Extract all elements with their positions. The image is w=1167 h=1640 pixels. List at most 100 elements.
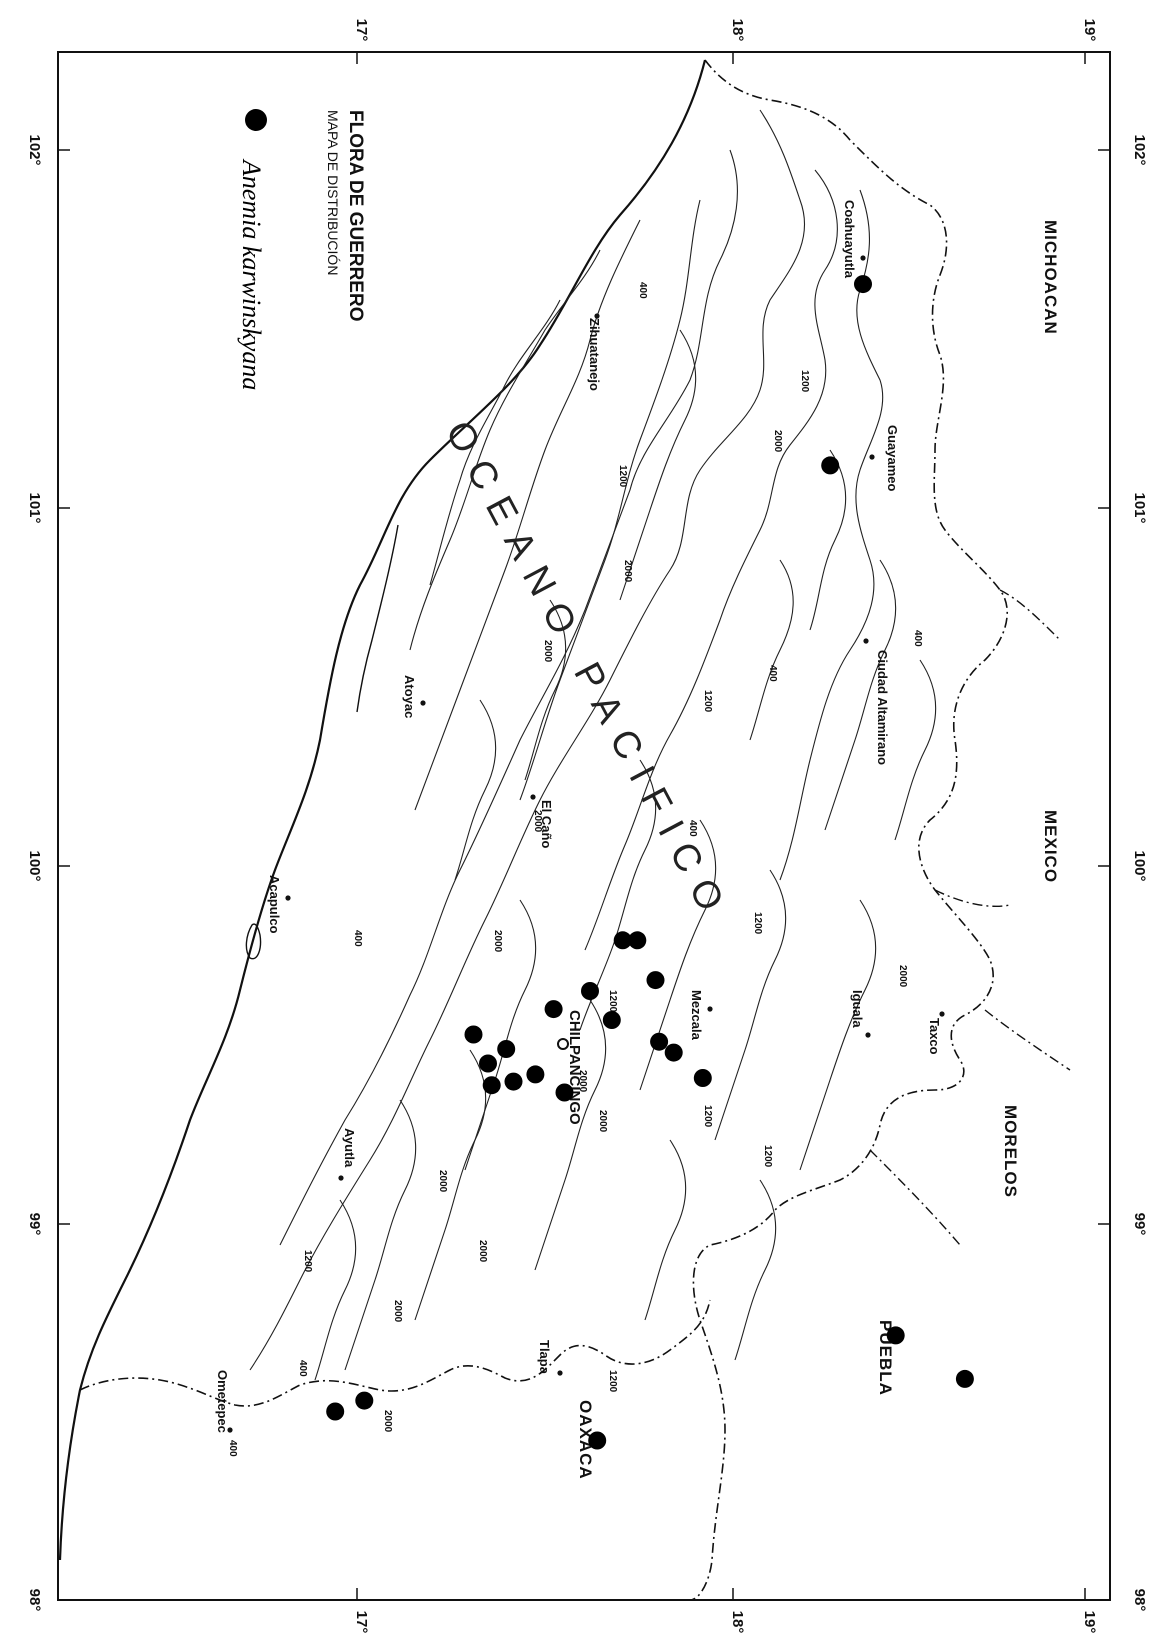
contour-label: 400 (912, 630, 923, 647)
contour-label: 2000 (382, 1410, 393, 1433)
town-label-guayameo: Guayameo (885, 425, 900, 492)
longitude-label-right: 99° (1131, 1213, 1148, 1236)
longitude-label-left: 99° (26, 1213, 43, 1236)
occurrence-point (497, 1040, 516, 1058)
state-label-michoacan: MICHOACAN (1041, 220, 1060, 335)
occurrence-point (602, 1011, 621, 1029)
town-label-ometepec: Ometepec (215, 1370, 230, 1433)
contour-label: 2000 (622, 560, 633, 583)
contour-label: 2000 (437, 1170, 448, 1193)
contour-label: 400 (767, 665, 778, 682)
occurrence-point (588, 1431, 607, 1450)
occurrence-point (646, 971, 665, 990)
contour-label: 2000 (597, 1110, 608, 1133)
occurrence-point (581, 982, 599, 1000)
town-label-ciudad-altamirano: Ciudad Altamirano (875, 650, 890, 765)
town-label-acapulco: Acapulco (267, 875, 282, 934)
contour-label: 1200 (702, 1105, 713, 1128)
contour-label: 1200 (799, 370, 810, 393)
occurrence-point (693, 1069, 712, 1087)
map-frame (57, 51, 1111, 1601)
contour-label: 2000 (392, 1300, 403, 1323)
contour-label: 400 (687, 820, 698, 837)
mexico-morelos-boundary (869, 589, 1071, 1246)
contour-label: 400 (227, 1440, 238, 1457)
town-label-iguala: Iguala (850, 990, 865, 1028)
state-boundary (689, 59, 1008, 1601)
state-label-morelos: MORELOS (1001, 1105, 1020, 1198)
occurrence-point (664, 1043, 683, 1062)
latitude-label-bottom: 19° (1081, 1611, 1098, 1634)
town-label-tlapa: Tlapa (537, 1340, 552, 1375)
longitude-label-right: 102° (1131, 134, 1148, 165)
legend-species: Anemia karwinskyana (237, 158, 266, 390)
town-markers (227, 255, 945, 1433)
capital-label: CHILPANCINGO (566, 1010, 583, 1125)
coastal-lagoon (356, 524, 399, 713)
occurrence-point (326, 1402, 345, 1421)
contour-label: 2000 (577, 1070, 588, 1093)
longitude-label-right: 101° (1131, 492, 1148, 523)
contour-label: 1200 (607, 1370, 618, 1393)
coastline (58, 59, 707, 1561)
contour-label: 1200 (752, 912, 763, 935)
occurrence-point (355, 1391, 374, 1410)
contour-label: 400 (637, 282, 648, 299)
contour-label: 2000 (492, 930, 503, 953)
contour-label-group: 400 1200 2000 1200 2000 400 400 2000 120… (227, 282, 923, 1457)
longitude-label-left: 98° (26, 1589, 43, 1612)
contour-label: 1200 (762, 1145, 773, 1168)
frame-ticks (58, 52, 1110, 1600)
occurrence-point (613, 931, 632, 950)
contour-label: 2000 (542, 640, 553, 663)
ocean-label: OCEANO PACIFICO (437, 415, 738, 931)
occurrence-point (479, 1054, 497, 1073)
occurrence-point (555, 1083, 574, 1102)
latitude-label-bottom: 17° (353, 1611, 370, 1634)
occurrence-point (628, 931, 647, 950)
town-label-taxco: Taxco (927, 1018, 942, 1055)
contour-label: 2000 (477, 1240, 488, 1263)
occurrence-point (526, 1065, 545, 1084)
occurrence-point (955, 1369, 974, 1388)
occurrence-point (504, 1072, 523, 1091)
occurrence-point (464, 1025, 483, 1044)
latitude-label-top: 18° (729, 19, 746, 42)
occurrence-point (854, 275, 872, 294)
town-label-atoyac: Atoyac (402, 675, 417, 718)
contour-label: 1200 (302, 1250, 313, 1273)
occurrence-point (650, 1032, 669, 1051)
state-label-oaxaca: OAXACA (576, 1400, 595, 1480)
coastal-island (245, 923, 262, 960)
longitude-label-left: 101° (26, 492, 43, 523)
occurrence-point (821, 456, 840, 475)
occurrence-point (482, 1076, 501, 1095)
town-label-mezcala: Mezcala (689, 990, 704, 1041)
town-label-el-cano: El Caño (539, 800, 554, 848)
contour-label: 2000 (772, 430, 783, 453)
contour-label: 400 (352, 930, 363, 947)
contour-label: 2000 (532, 810, 543, 833)
legend-subtitle: MAPA DE DISTRIBUCIÓN (325, 110, 341, 275)
occurrence-points (326, 275, 974, 1450)
contour-label: 1200 (607, 990, 618, 1013)
latitude-label-bottom: 18° (729, 1611, 746, 1634)
legend-dot (245, 109, 267, 131)
longitude-label-right: 98° (1131, 1589, 1148, 1612)
contour-label: 1200 (702, 690, 713, 713)
contour-label: 1200 (617, 465, 628, 488)
town-label-ayutla: Ayutla (342, 1128, 357, 1168)
longitude-label-left: 102° (26, 134, 43, 165)
occurrence-point (544, 1000, 563, 1019)
longitude-label-right: 100° (1131, 850, 1148, 881)
legend-title: FLORA DE GUERRERO (345, 110, 366, 321)
contour-label: 2000 (897, 965, 908, 988)
state-label-mexico: MEXICO (1041, 810, 1060, 883)
longitude-label-left: 100° (26, 850, 43, 881)
town-label-coahuayutla: Coahuayutla (842, 200, 857, 279)
latitude-label-top: 17° (353, 19, 370, 42)
capital-marker (557, 1038, 569, 1050)
legend: FLORA DE GUERRERO MAPA DE DISTRIBUCIÓN A… (237, 109, 366, 390)
latitude-label-top: 19° (1081, 19, 1098, 42)
